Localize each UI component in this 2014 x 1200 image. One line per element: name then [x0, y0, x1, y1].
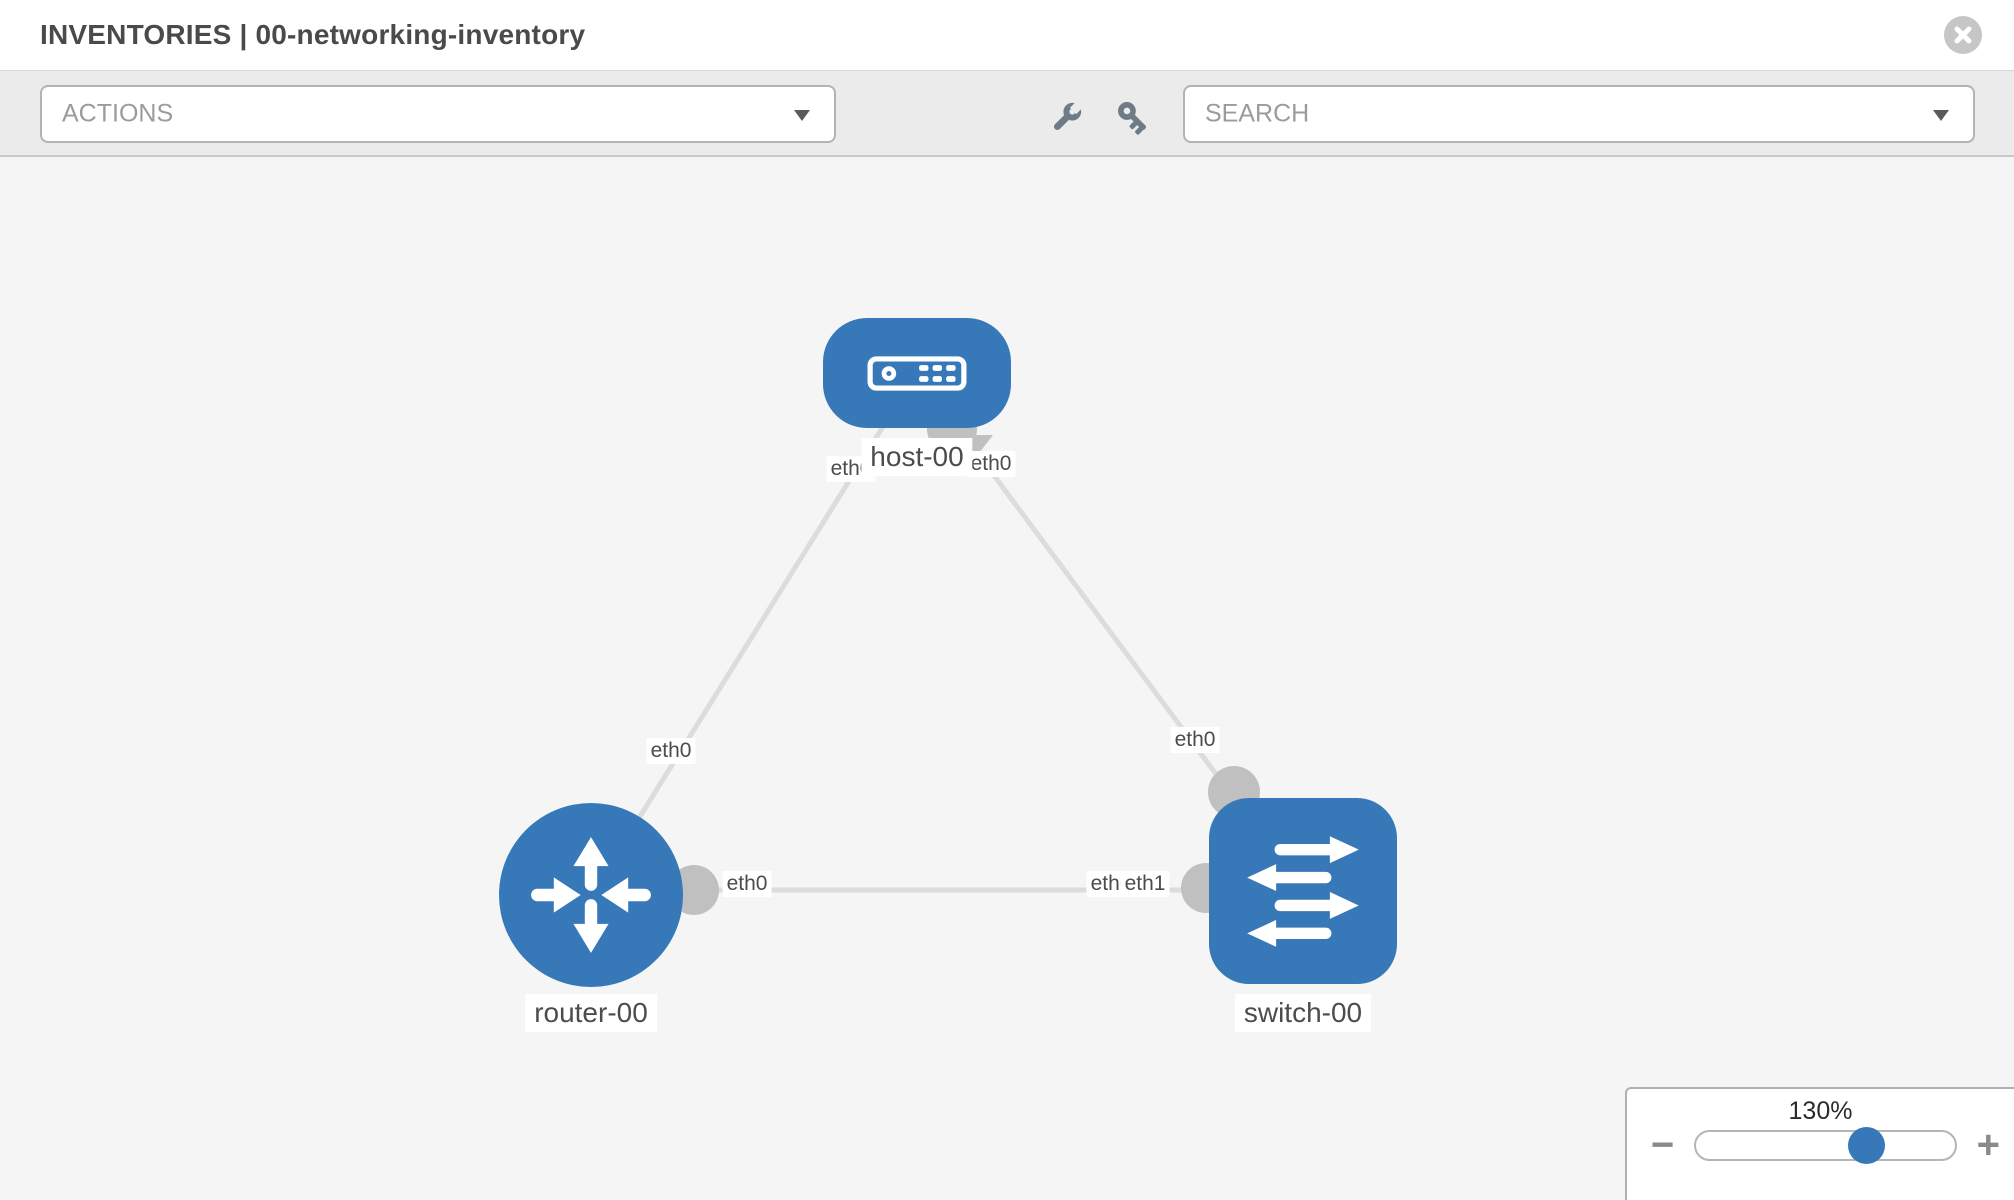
chevron-down-icon: [794, 110, 810, 121]
interface-label-host-eth0-to-switch: eth0: [966, 451, 1016, 477]
zoom-slider-thumb[interactable]: [1848, 1127, 1885, 1164]
chevron-down-icon: [1933, 110, 1949, 121]
switch-icon: [1247, 836, 1359, 947]
node-label-host-00: host-00: [861, 438, 973, 476]
search-dropdown-label: SEARCH: [1205, 99, 1310, 128]
interface-label-switch-eth0-to-host: eth0: [1170, 727, 1220, 753]
page-title: INVENTORIES | 00-networking-inventory: [40, 19, 586, 50]
search-dropdown[interactable]: SEARCH: [1183, 85, 1975, 143]
node-switch-00[interactable]: [1209, 798, 1397, 984]
zoom-level: 130%: [1788, 1097, 1853, 1125]
close-icon: [1954, 26, 1972, 44]
close-button[interactable]: [1944, 16, 1982, 54]
interface-label-switch-eth1-to-router: eth1: [1120, 871, 1170, 897]
toolbar: ACTIONS: [0, 71, 2014, 157]
interface-label-router-eth0-to-host: eth0: [646, 738, 696, 764]
node-label-router-00: router-00: [525, 994, 657, 1032]
zoom-panel: 130% − +: [1625, 1087, 2014, 1200]
header: INVENTORIES | 00-networking-inventory: [0, 0, 2014, 71]
topology-canvas[interactable]: eth0 eth0 eth0 eth0 eth0 eth0 eth1 host-…: [0, 157, 2014, 1200]
topology-links-layer: [588, 370, 1306, 915]
actions-dropdown[interactable]: ACTIONS: [40, 85, 836, 143]
zoom-slider-track[interactable]: [1694, 1127, 1957, 1164]
key-button[interactable]: [1112, 96, 1156, 140]
node-host-00[interactable]: [823, 318, 1011, 428]
zoom-in-button[interactable]: +: [1976, 1123, 2000, 1167]
node-label-switch-00: switch-00: [1234, 994, 1372, 1032]
interface-label-router-eth0-to-switch: eth0: [722, 871, 772, 897]
node-router-00[interactable]: [499, 803, 683, 987]
key-icon: [1118, 102, 1147, 135]
wrench-icon: [1054, 100, 1084, 130]
host-icon: [867, 355, 967, 391]
tools-button[interactable]: [1044, 96, 1088, 140]
router-icon: [531, 837, 651, 953]
zoom-out-button[interactable]: −: [1651, 1123, 1675, 1167]
actions-dropdown-label: ACTIONS: [62, 99, 174, 128]
